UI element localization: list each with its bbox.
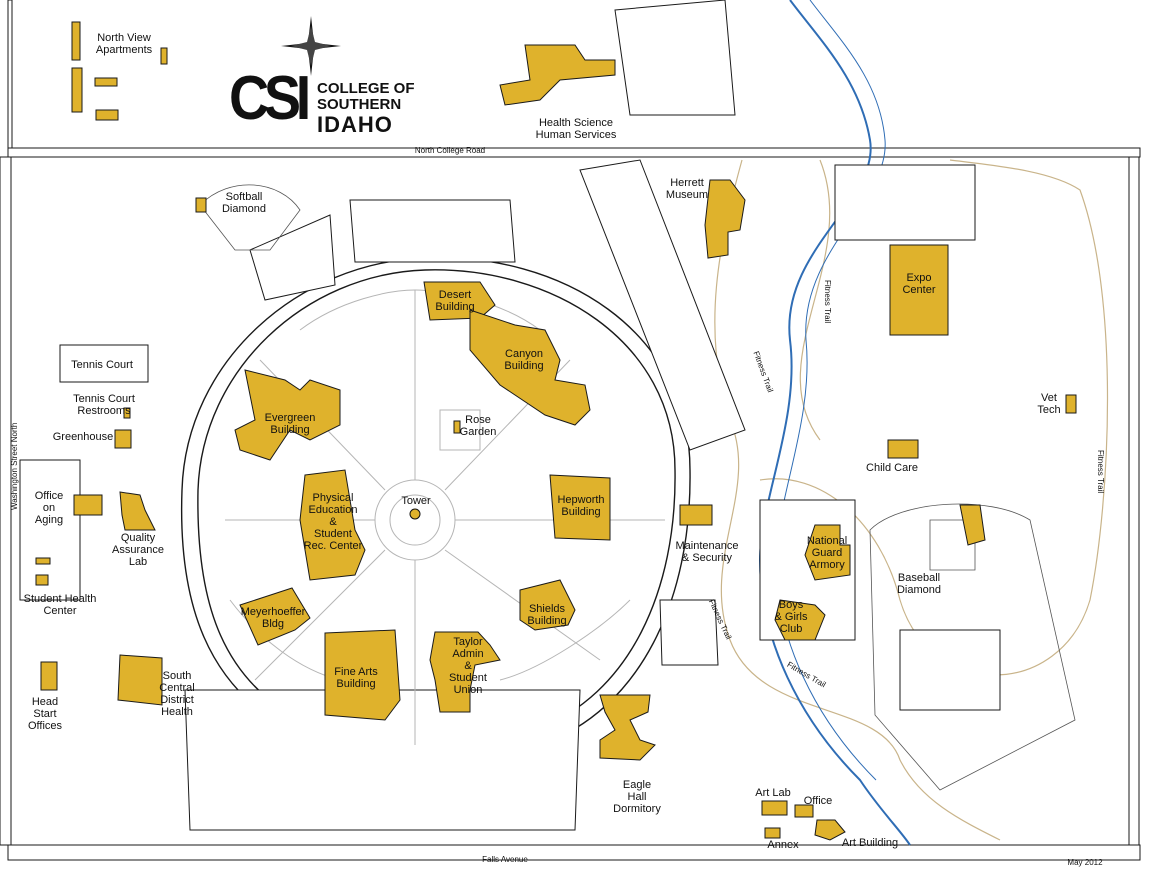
buildings: [35, 21, 1077, 841]
label-office[interactable]: Office: [803, 795, 833, 807]
baseball-field: [869, 503, 1076, 791]
label-tennis-court[interactable]: Tennis Court: [71, 359, 133, 371]
label-office-aging[interactable]: Office on Aging: [34, 490, 64, 526]
logo-mark: CSI: [229, 64, 311, 133]
label-health-science[interactable]: Health Science Human Services: [535, 117, 617, 141]
label-south-central[interactable]: South Central District Health: [159, 670, 195, 718]
label-art-lab[interactable]: Art Lab: [755, 787, 791, 799]
east-road: [1128, 156, 1140, 846]
label-greenhouse[interactable]: Greenhouse: [52, 431, 114, 443]
label-physical[interactable]: Physical Education & Student Rec. Center: [303, 492, 363, 552]
falls-avenue: [7, 844, 1141, 861]
label-softball[interactable]: Softball Diamond: [221, 191, 267, 215]
logo-line-2: SOUTHERN: [317, 96, 402, 113]
label-desert[interactable]: Desert Building: [435, 289, 475, 313]
label-vet-tech[interactable]: Vet Tech: [1037, 392, 1061, 416]
label-fitness-trail-2: Fitness Trail: [823, 280, 832, 324]
label-meyerhoeffer[interactable]: Meyerhoeffer Bldg: [240, 606, 306, 630]
west-edge-road: [7, 0, 13, 149]
north-college-road: [7, 147, 1141, 158]
label-student-health[interactable]: Student Health Center: [23, 593, 97, 617]
label-tower[interactable]: Tower: [401, 495, 431, 507]
canal-bank: [775, 0, 886, 781]
logo-line-1: COLLEGE OF: [317, 80, 415, 97]
label-north-view[interactable]: North View Apartments: [95, 32, 153, 56]
label-tennis-restrooms[interactable]: Tennis Court Restrooms: [73, 393, 135, 417]
label-taylor[interactable]: Taylor Admin & Student Union: [449, 636, 487, 696]
label-fine-arts[interactable]: Fine Arts Building: [334, 666, 378, 690]
label-head-start[interactable]: Head Start Offices: [27, 696, 63, 732]
label-national-guard[interactable]: National Guard Armory: [806, 535, 848, 571]
label-annex[interactable]: Annex: [767, 839, 799, 851]
label-maintenance[interactable]: Maintenance & Security: [675, 540, 739, 564]
label-shields[interactable]: Shields Building: [527, 603, 567, 627]
fitness-trail: [714, 159, 1109, 841]
label-hepworth[interactable]: Hepworth Building: [557, 494, 605, 518]
label-rose-garden[interactable]: Rose Garden: [459, 414, 497, 438]
label-credit: May 2012: [1067, 858, 1103, 867]
label-baseball[interactable]: Baseball Diamond: [896, 572, 942, 596]
label-boys-girls[interactable]: Boys & Girls Club: [774, 599, 808, 635]
softball-field: [199, 184, 301, 251]
label-fitness-trail-3: Fitness Trail: [1096, 450, 1105, 494]
washington-street: [0, 156, 12, 846]
canal: [758, 0, 911, 846]
label-art-building[interactable]: Art Building: [841, 837, 899, 849]
label-north-college-road: North College Road: [414, 146, 486, 155]
label-expo[interactable]: Expo Center: [902, 272, 936, 296]
label-child-care[interactable]: Child Care: [866, 462, 918, 474]
label-washington-street: Washington Street North: [10, 422, 19, 510]
csi-logo: CSI COLLEGE OF SOUTHERN IDAHO: [229, 16, 421, 140]
label-evergreen[interactable]: Evergreen Building: [264, 412, 316, 436]
logo-line-3: IDAHO: [317, 112, 393, 137]
label-herrett[interactable]: Herrett Museum: [665, 177, 709, 201]
label-quality[interactable]: Quality Assurance Lab: [112, 532, 164, 568]
tower-marker: [409, 508, 421, 520]
label-falls-avenue: Falls Avenue: [482, 855, 528, 864]
label-eagle-hall[interactable]: Eagle Hall Dormitory: [613, 779, 661, 815]
label-canyon[interactable]: Canyon Building: [504, 348, 544, 372]
star-icon: [281, 16, 341, 76]
